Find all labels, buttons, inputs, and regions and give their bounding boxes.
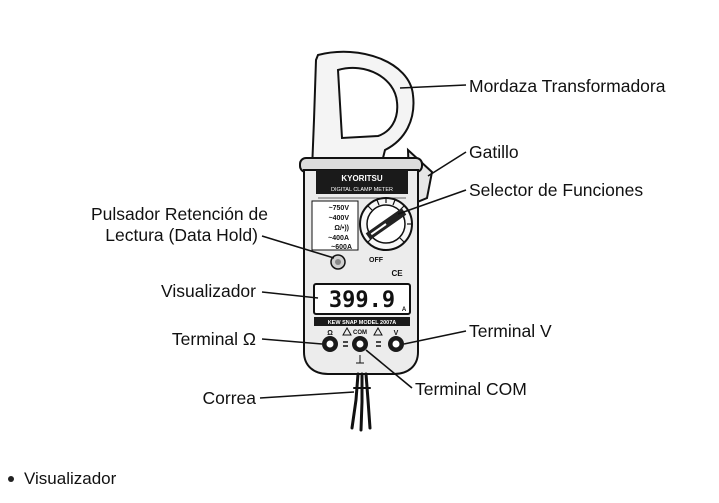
function-selector-dial [359,197,413,251]
range-label-750v: ~750V [329,205,350,212]
terminal-ohm-socket [322,336,338,352]
leader-lines [259,84,467,399]
ce-mark: CE [391,269,403,278]
leader-terminal-ohm [261,338,323,345]
range-label-400v: ~400V [329,215,350,222]
label-strap: Correa [203,388,257,408]
leader-strap [259,391,355,399]
terminal-ohm-symbol: Ω [327,330,333,337]
range-label-stack: ~750V ~400V Ω/•)) ~400A ~600A [311,200,359,251]
label-display: Visualizador [161,281,256,301]
range-label-400a: ~400A [328,235,349,242]
model-label: KEW SNAP MODEL 2007A [328,320,397,326]
clamp-meter-illustration: KYORITSU DIGITAL CLAMP METER ~750V ~400V… [299,50,434,432]
warning-triangle-icon [342,326,352,336]
range-label-ohm: Ω/•)) [334,225,349,232]
off-label: OFF [369,257,384,264]
label-terminal-ohm: Terminal Ω [172,329,256,349]
lcd-display: 399.9 A [313,283,411,315]
bullet-list-item: Visualizador [8,468,116,490]
label-hold-line1: Pulsador Retención de [91,204,268,224]
leader-terminal-com [365,349,413,389]
label-terminal-com: Terminal COM [415,379,527,399]
terminal-v-symbol: V [394,330,399,337]
brand-name: KYORITSU [341,174,383,183]
leader-selector [397,189,467,215]
leader-display [261,291,319,299]
label-hold-line2: Lectura (Data Hold) [105,225,258,245]
bullet-dot-icon [8,476,14,482]
label-selector: Selector de Funciones [469,180,643,200]
leader-terminal-v [403,330,467,345]
leader-jaw [399,84,467,89]
bullet-item-text: Visualizador [24,469,117,488]
range-label-600a: ~600A [331,244,352,251]
leader-trigger [427,151,467,177]
wrist-strap [350,372,372,432]
brand-subtitle: DIGITAL CLAMP METER [331,187,393,193]
label-jaw: Mordaza Transformadora [469,76,666,96]
leader-hold [261,235,335,259]
warning-triangle-icon [373,326,383,336]
terminal-com-socket [352,336,368,352]
lcd-reading: 399.9 [329,288,395,313]
terminal-com-symbol: COM [353,330,367,336]
lcd-unit: A [402,307,407,313]
label-trigger: Gatillo [469,142,519,162]
terminal-v-socket [388,336,404,352]
label-terminal-v: Terminal V [469,321,552,341]
